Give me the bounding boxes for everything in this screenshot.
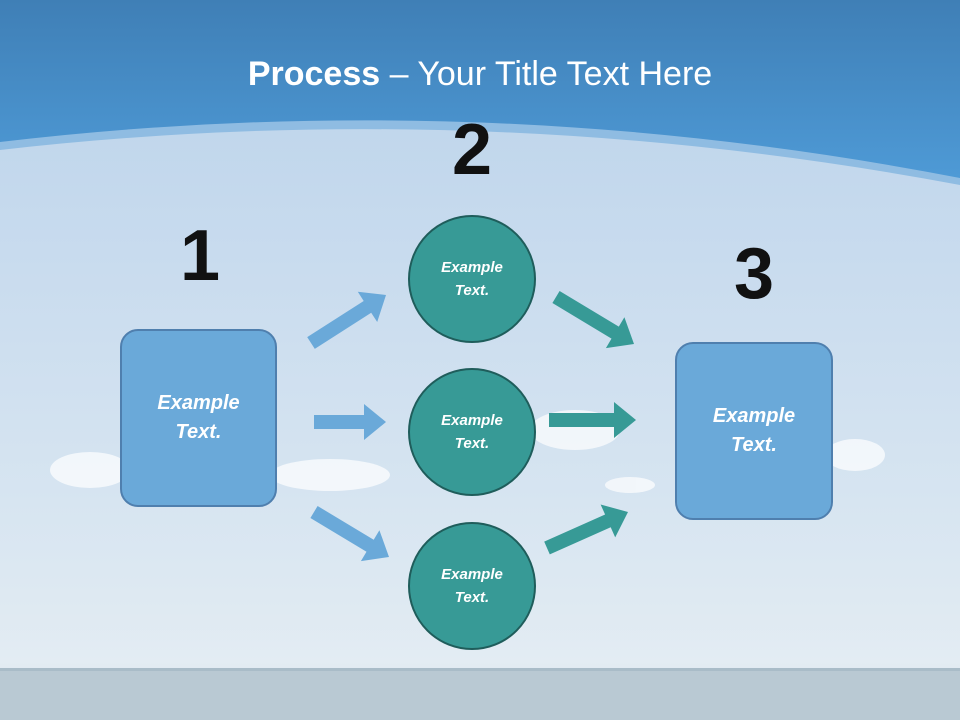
slide-title: Process – Your Title Text Here [0,52,960,96]
sea-strip [0,668,960,720]
title-rest: – Your Title Text Here [380,55,713,93]
circle-middle-text: Example Text. [441,412,503,452]
right-box-text: Example Text. [712,405,796,456]
step-number-2: 2 [451,110,493,190]
header-band [0,0,960,178]
arrow-middle-to-right [549,402,636,438]
circle-bottom-text: Example Text. [441,566,503,606]
left-box: Example Text. [120,329,277,507]
title-bold: Process [247,55,381,93]
step-number-1: 1 [179,216,221,296]
arrow-left-to-bottom [310,506,389,562]
circle-bottom: Example Text. [408,522,536,650]
arrow-top-to-right [552,291,634,349]
circle-top-text: Example Text. [441,259,503,299]
arrow-left-to-top [307,291,386,349]
arrow-bottom-to-right [544,504,628,555]
left-box-text: Example Text. [157,392,240,443]
step-number-3: 3 [733,234,775,314]
right-box: Example Text. [675,342,833,520]
circle-top: Example Text. [408,215,536,343]
circle-middle: Example Text. [408,368,536,496]
arrow-left-to-middle [314,404,386,440]
